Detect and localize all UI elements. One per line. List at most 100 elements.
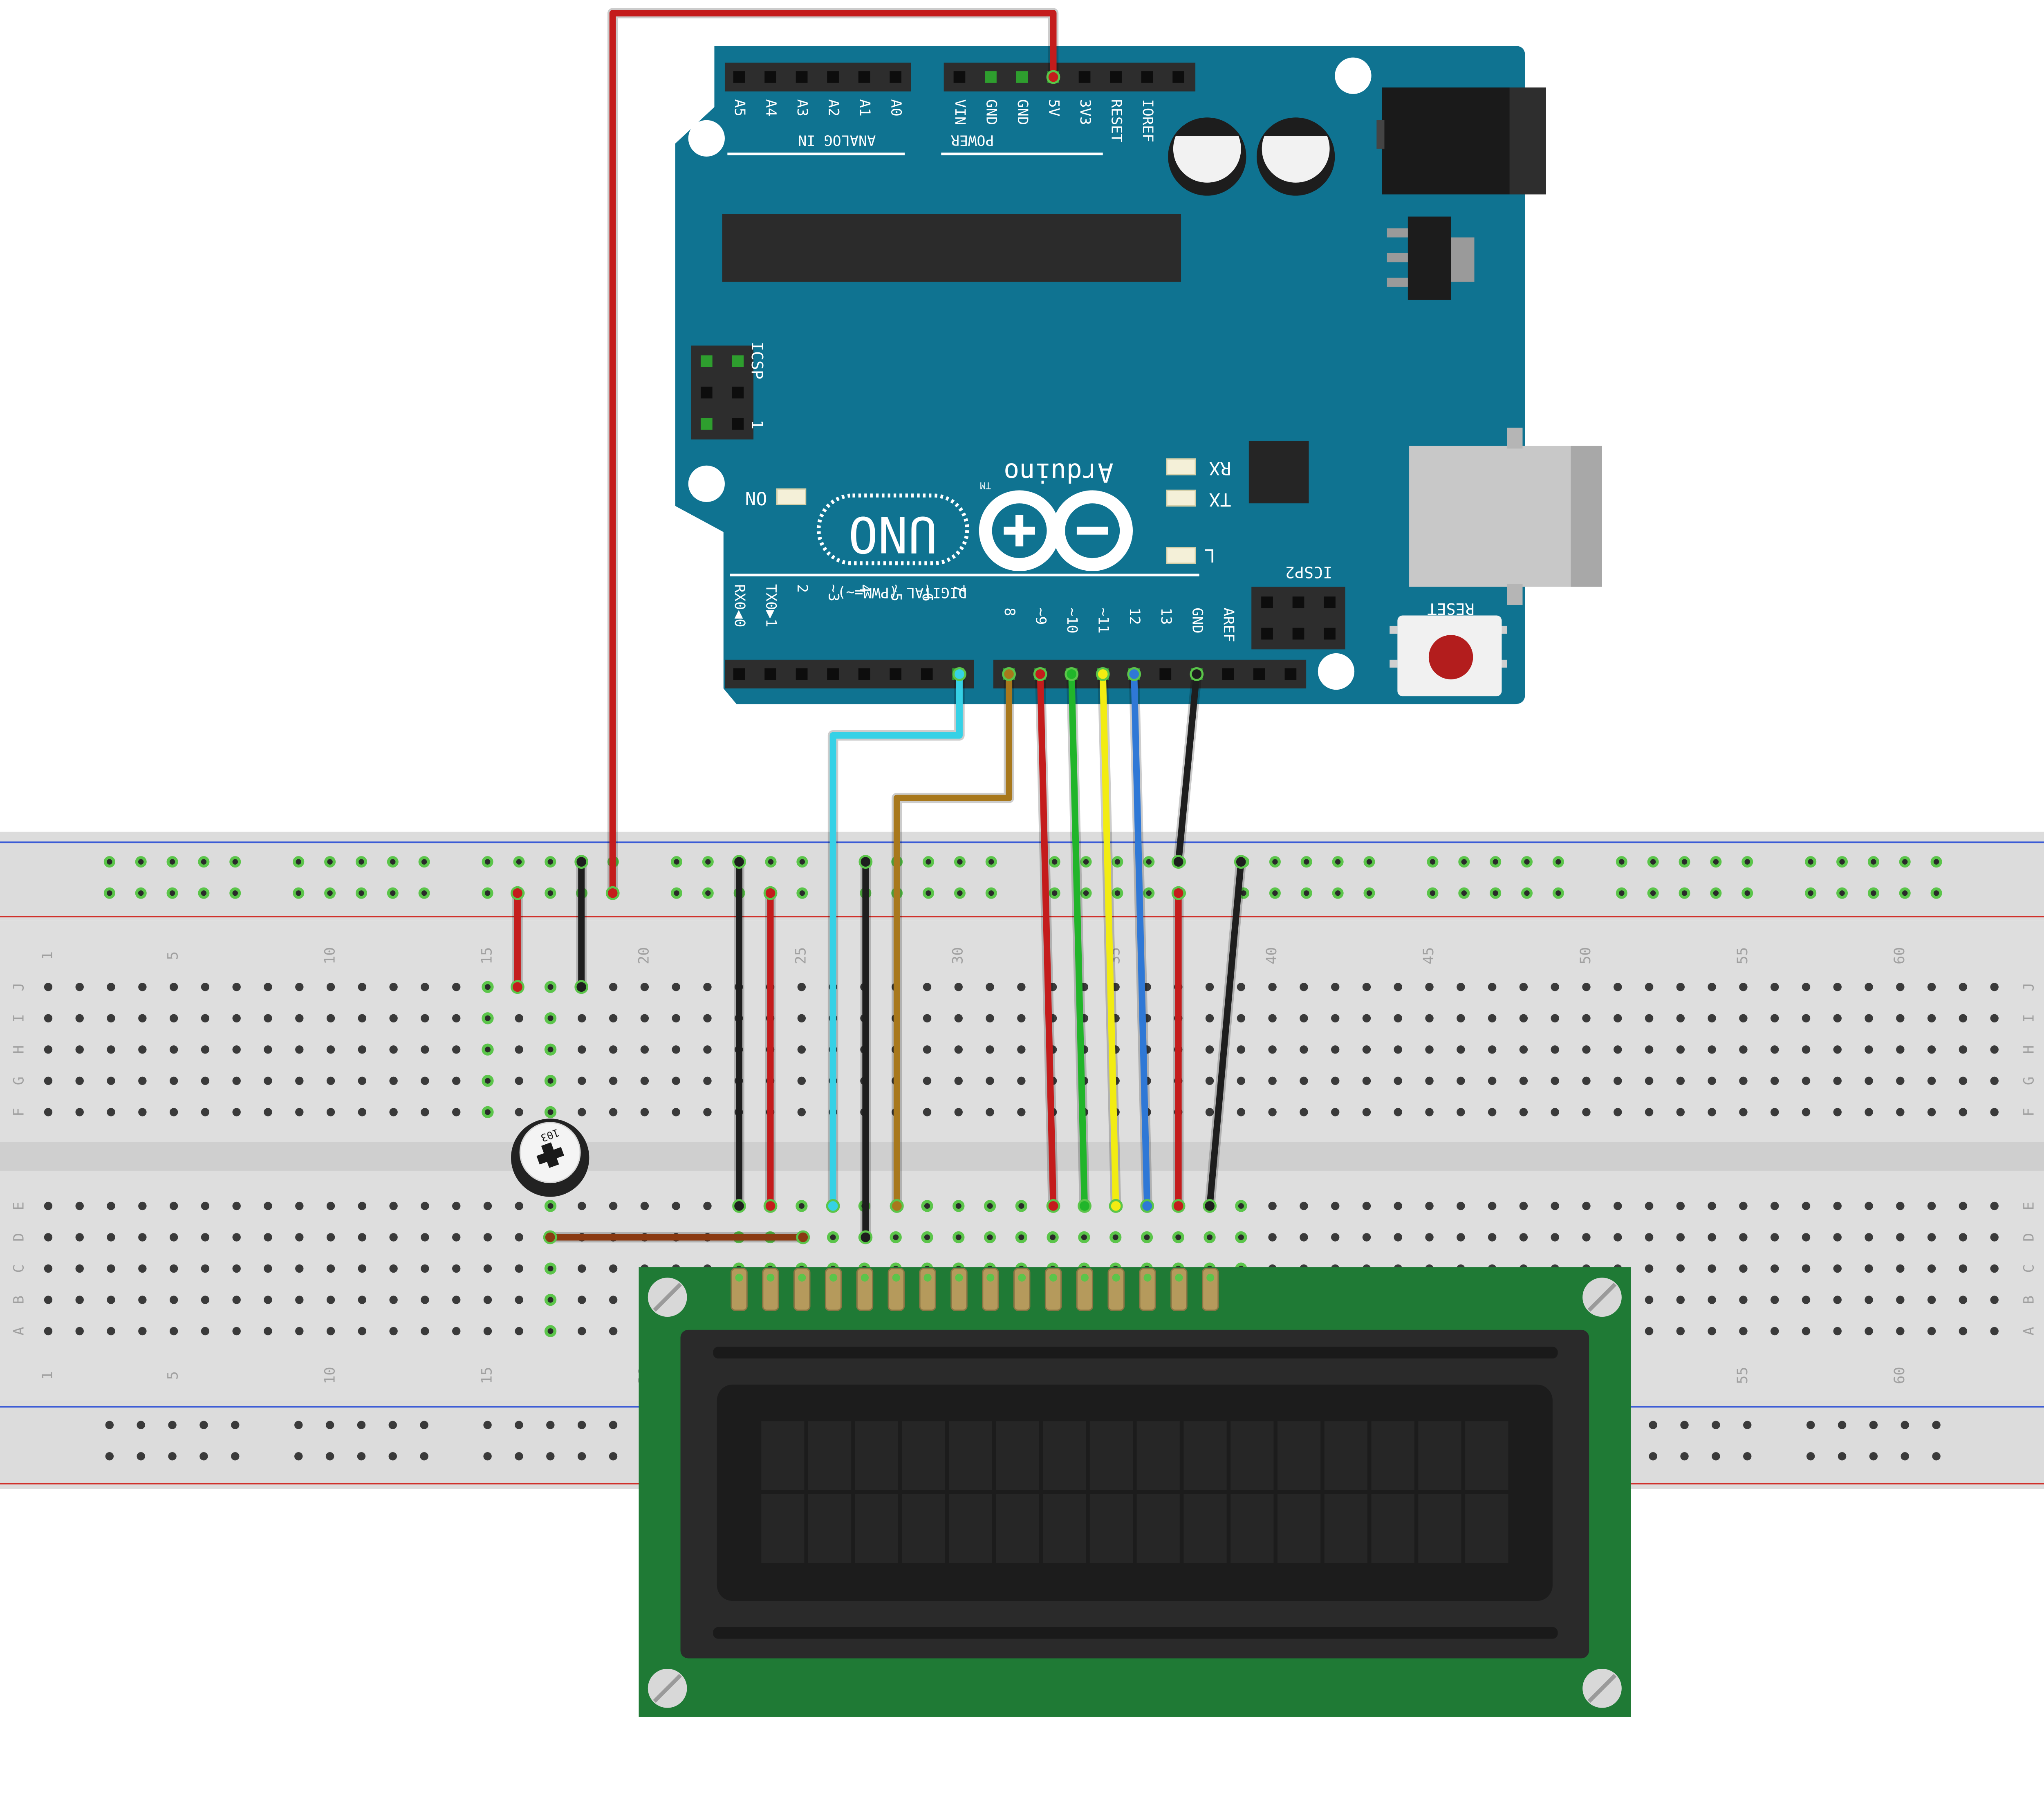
breadboard-hole[interactable] [295, 1264, 304, 1273]
breadboard-hole[interactable] [452, 1327, 461, 1336]
breadboard-hole[interactable] [1959, 1201, 1968, 1210]
breadboard-hole[interactable] [672, 1108, 680, 1116]
breadboard-hole[interactable] [201, 1076, 210, 1085]
header-pin[interactable] [1110, 71, 1122, 83]
rail-hole[interactable] [1649, 1421, 1657, 1429]
breadboard-hole[interactable] [1927, 1327, 1936, 1336]
breadboard-hole[interactable] [1551, 1233, 1559, 1242]
breadboard-hole[interactable] [1896, 1296, 1905, 1304]
breadboard-hole[interactable] [1362, 983, 1371, 991]
rail-hole[interactable] [168, 1421, 177, 1429]
lcd-pin[interactable] [950, 1268, 968, 1311]
breadboard-hole[interactable] [609, 1108, 618, 1116]
icsp-pin[interactable] [700, 355, 713, 367]
breadboard-hole[interactable] [1551, 1201, 1559, 1210]
header-pin[interactable] [858, 71, 870, 83]
breadboard-hole[interactable] [954, 983, 963, 991]
breadboard-hole[interactable] [1425, 983, 1434, 991]
rail-hole[interactable] [388, 1421, 397, 1429]
breadboard-hole[interactable] [169, 983, 178, 991]
breadboard-hole[interactable] [1959, 1076, 1968, 1085]
breadboard-hole[interactable] [1708, 1076, 1716, 1085]
breadboard-hole[interactable] [1802, 1296, 1811, 1304]
breadboard-hole[interactable] [1770, 1201, 1779, 1210]
breadboard-hole[interactable] [1990, 1233, 1999, 1242]
breadboard-hole[interactable] [44, 1108, 53, 1116]
breadboard-hole[interactable] [389, 1108, 398, 1116]
breadboard-hole[interactable] [1708, 1264, 1716, 1273]
header-pin[interactable] [921, 668, 933, 680]
breadboard-hole[interactable] [1237, 983, 1246, 991]
breadboard-hole[interactable] [264, 1327, 272, 1336]
rail-hole[interactable] [105, 1421, 114, 1429]
breadboard-hole[interactable] [672, 983, 680, 991]
breadboard-hole[interactable] [1331, 1076, 1340, 1085]
breadboard-hole[interactable] [107, 1327, 115, 1336]
rail-hole[interactable] [577, 1452, 586, 1461]
rail-hole[interactable] [1743, 1452, 1752, 1461]
breadboard-hole[interactable] [923, 1045, 932, 1054]
breadboard-hole[interactable] [389, 1045, 398, 1054]
lcd-pin[interactable] [1107, 1268, 1125, 1311]
lcd-pin[interactable] [982, 1268, 999, 1311]
header-pin[interactable] [890, 71, 902, 83]
rail-hole[interactable] [1743, 1421, 1752, 1429]
breadboard-hole[interactable] [138, 1264, 147, 1273]
breadboard-hole[interactable] [1425, 1233, 1434, 1242]
breadboard-hole[interactable] [1739, 1264, 1748, 1273]
breadboard-hole[interactable] [452, 1296, 461, 1304]
breadboard-hole[interactable] [1394, 1201, 1402, 1210]
breadboard-hole[interactable] [1833, 1327, 1842, 1336]
breadboard-hole[interactable] [421, 1296, 429, 1304]
breadboard-hole[interactable] [75, 1327, 84, 1336]
breadboard-hole[interactable] [1802, 1045, 1811, 1054]
breadboard-hole[interactable] [515, 1264, 523, 1273]
breadboard-hole[interactable] [1802, 1014, 1811, 1022]
breadboard-hole[interactable] [1300, 1076, 1308, 1085]
breadboard-hole[interactable] [295, 1014, 304, 1022]
rail-hole[interactable] [1901, 1421, 1909, 1429]
breadboard-hole[interactable] [1457, 1014, 1465, 1022]
breadboard-hole[interactable] [169, 1108, 178, 1116]
breadboard-hole[interactable] [578, 1014, 586, 1022]
breadboard-hole[interactable] [797, 1045, 806, 1054]
breadboard-hole[interactable] [232, 1327, 241, 1336]
breadboard-hole[interactable] [1362, 1108, 1371, 1116]
header-pin[interactable] [1284, 668, 1297, 680]
breadboard-hole[interactable] [1865, 1201, 1873, 1210]
breadboard-hole[interactable] [1739, 1045, 1748, 1054]
breadboard-hole[interactable] [232, 1233, 241, 1242]
breadboard-hole[interactable] [1205, 1076, 1214, 1085]
breadboard-hole[interactable] [1770, 1108, 1779, 1116]
breadboard-hole[interactable] [1645, 1045, 1654, 1054]
breadboard-hole[interactable] [295, 1045, 304, 1054]
rail-hole[interactable] [325, 1452, 334, 1461]
breadboard-hole[interactable] [358, 1076, 367, 1085]
wire-gnd[interactable] [1175, 670, 1200, 865]
breadboard-hole[interactable] [452, 983, 461, 991]
breadboard-hole[interactable] [986, 1076, 994, 1085]
breadboard-hole[interactable] [358, 983, 367, 991]
breadboard-hole[interactable] [1551, 1076, 1559, 1085]
breadboard-hole[interactable] [1676, 1233, 1685, 1242]
breadboard-hole[interactable] [75, 983, 84, 991]
breadboard-hole[interactable] [44, 1264, 53, 1273]
breadboard-hole[interactable] [326, 1233, 335, 1242]
breadboard-hole[interactable] [326, 983, 335, 991]
breadboard-hole[interactable] [75, 1264, 84, 1273]
breadboard-hole[interactable] [264, 1233, 272, 1242]
breadboard-hole[interactable] [1519, 1076, 1528, 1085]
rail-hole[interactable] [1838, 1452, 1847, 1461]
breadboard-hole[interactable] [44, 1327, 53, 1336]
breadboard-hole[interactable] [1833, 1045, 1842, 1054]
header-pin[interactable] [764, 668, 776, 680]
breadboard-hole[interactable] [1362, 1014, 1371, 1022]
breadboard-hole[interactable] [232, 1296, 241, 1304]
breadboard-hole[interactable] [1331, 1014, 1340, 1022]
breadboard-hole[interactable] [107, 1045, 115, 1054]
rail-hole[interactable] [515, 1421, 523, 1429]
breadboard-hole[interactable] [1582, 983, 1591, 991]
breadboard-hole[interactable] [1739, 983, 1748, 991]
breadboard-hole[interactable] [1896, 1076, 1905, 1085]
header-pin[interactable] [1016, 71, 1028, 83]
